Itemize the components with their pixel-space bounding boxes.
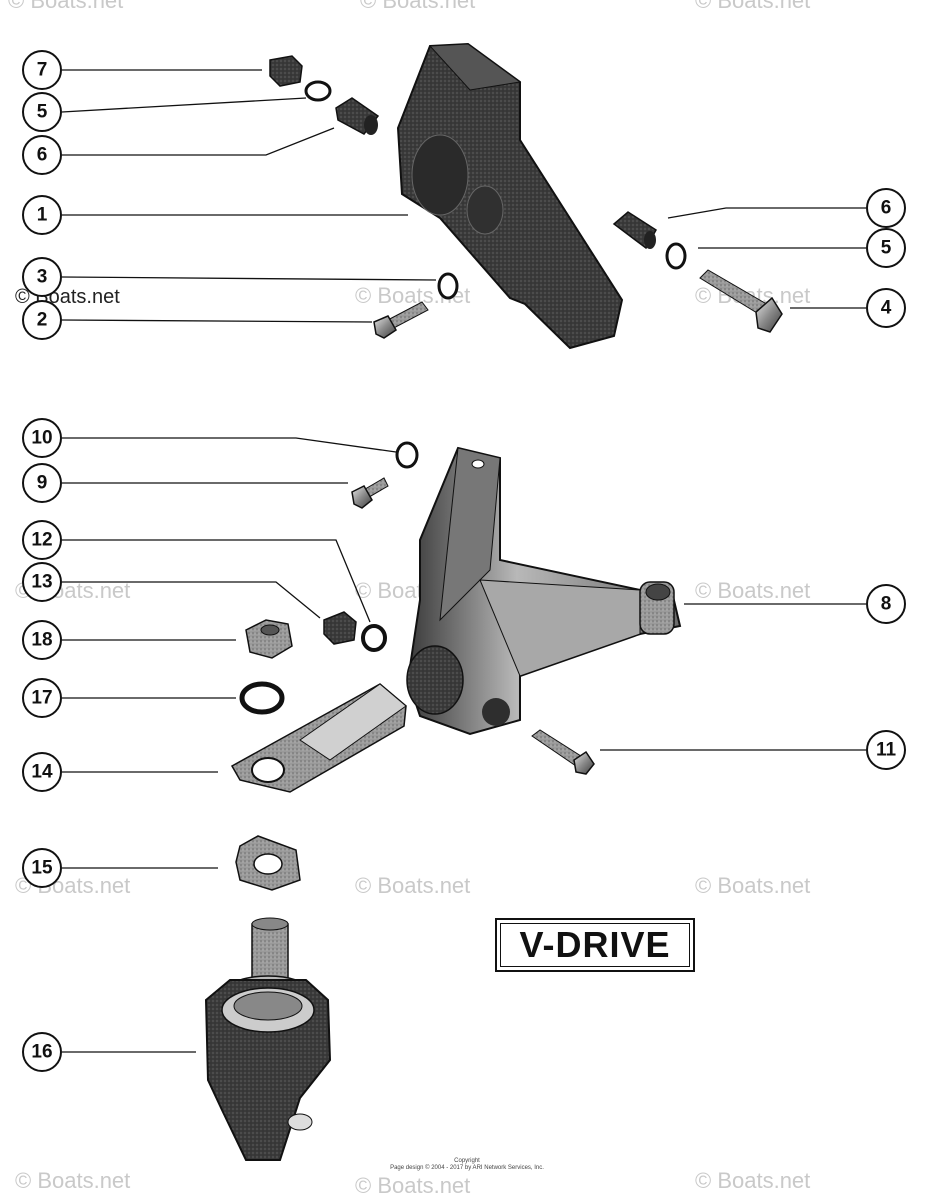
callout-number: 15 (31, 858, 53, 879)
callout-number: 9 (37, 473, 48, 494)
callout: 10 (22, 418, 62, 458)
callout-number: 11 (876, 740, 897, 761)
callout: 1 (22, 195, 62, 235)
part-flat-washer-3 (437, 272, 459, 300)
v-drive-label: V-DRIVE (519, 924, 671, 965)
callout: 18 (22, 620, 62, 660)
copyright-line-2: Page design © 2004 - 2017 by ARI Network… (390, 1165, 544, 1171)
callout: 4 (866, 288, 906, 328)
callout-number: 8 (881, 594, 892, 615)
callout-number: 13 (31, 572, 52, 593)
part-bracket (396, 42, 624, 350)
callout-number: 7 (37, 60, 48, 81)
watermark-text: © Boats.net (695, 578, 810, 603)
part-tab-washer-15 (235, 835, 301, 891)
watermark-text: © Boats.net (695, 873, 810, 898)
callout: 11 (866, 730, 906, 770)
part-bolt-9 (351, 477, 389, 509)
callout: 15 (22, 848, 62, 888)
callout-number: 6 (881, 198, 892, 219)
part-nut-18 (245, 619, 293, 659)
watermark-text: © Boats.net (355, 873, 470, 898)
callout: 2 (22, 300, 62, 340)
leader-lines (61, 69, 866, 1053)
callout-number: 14 (31, 762, 53, 783)
callout: 17 (22, 678, 62, 718)
part-clamp-14 (230, 683, 407, 793)
part-lock-washer-17 (239, 681, 285, 715)
callout-number: 18 (31, 630, 52, 651)
callouts: 7 5 6 1 3 2 6 5 (22, 50, 906, 1072)
callout: 6 (866, 188, 906, 228)
callout: 6 (22, 135, 62, 175)
part-v-drive-bracket (406, 446, 682, 736)
callout: 12 (22, 520, 62, 560)
part-nut-13 (323, 611, 357, 645)
part-flat-washer-10 (395, 441, 419, 469)
callout: 7 (22, 50, 62, 90)
watermark-text: © Boats.net (355, 1173, 470, 1198)
part-bolt-4 (699, 269, 783, 333)
callout: 9 (22, 463, 62, 503)
watermark-text: © Boats.net (695, 1168, 810, 1193)
callout: 3 (22, 257, 62, 297)
copyright-line-1: Copyright (454, 1158, 480, 1164)
callout-number: 3 (37, 267, 48, 288)
callout-number: 2 (37, 310, 48, 331)
callout-number: 5 (881, 238, 892, 259)
callout: 13 (22, 562, 62, 602)
callout-number: 17 (31, 688, 52, 709)
callout-number: 12 (31, 530, 52, 551)
part-lock-washer-5-right (665, 242, 687, 270)
part-nut-7 (269, 55, 303, 87)
callout: 14 (22, 752, 62, 792)
part-spacer-6-right (612, 211, 657, 250)
part-bolt-11 (531, 729, 595, 775)
part-bolt-2 (373, 301, 429, 339)
callout-number: 10 (31, 428, 52, 449)
callout: 16 (22, 1032, 62, 1072)
watermark-text: © Boats.net (360, 0, 475, 13)
callout-number: 1 (37, 205, 48, 226)
watermark-text: © Boats.net (8, 0, 123, 13)
callout-number: 6 (37, 145, 48, 166)
part-flat-washer-12 (361, 624, 387, 652)
callout: 8 (866, 584, 906, 624)
callout: 5 (22, 92, 62, 132)
part-lock-washer-5 (304, 80, 332, 102)
v-drive-label-box: V-DRIVE (495, 918, 695, 972)
callout: 5 (866, 228, 906, 268)
watermark-text: © Boats.net (695, 0, 810, 13)
part-engine-mount-16 (204, 917, 332, 1161)
callout-number: 5 (37, 102, 48, 123)
callout-number: 16 (31, 1042, 52, 1063)
watermark-text: © Boats.net (15, 1168, 130, 1193)
copyright-notice: Copyright Page design © 2004 - 2017 by A… (372, 1158, 562, 1172)
callout-number: 4 (881, 298, 892, 319)
part-spacer-6 (335, 97, 380, 135)
